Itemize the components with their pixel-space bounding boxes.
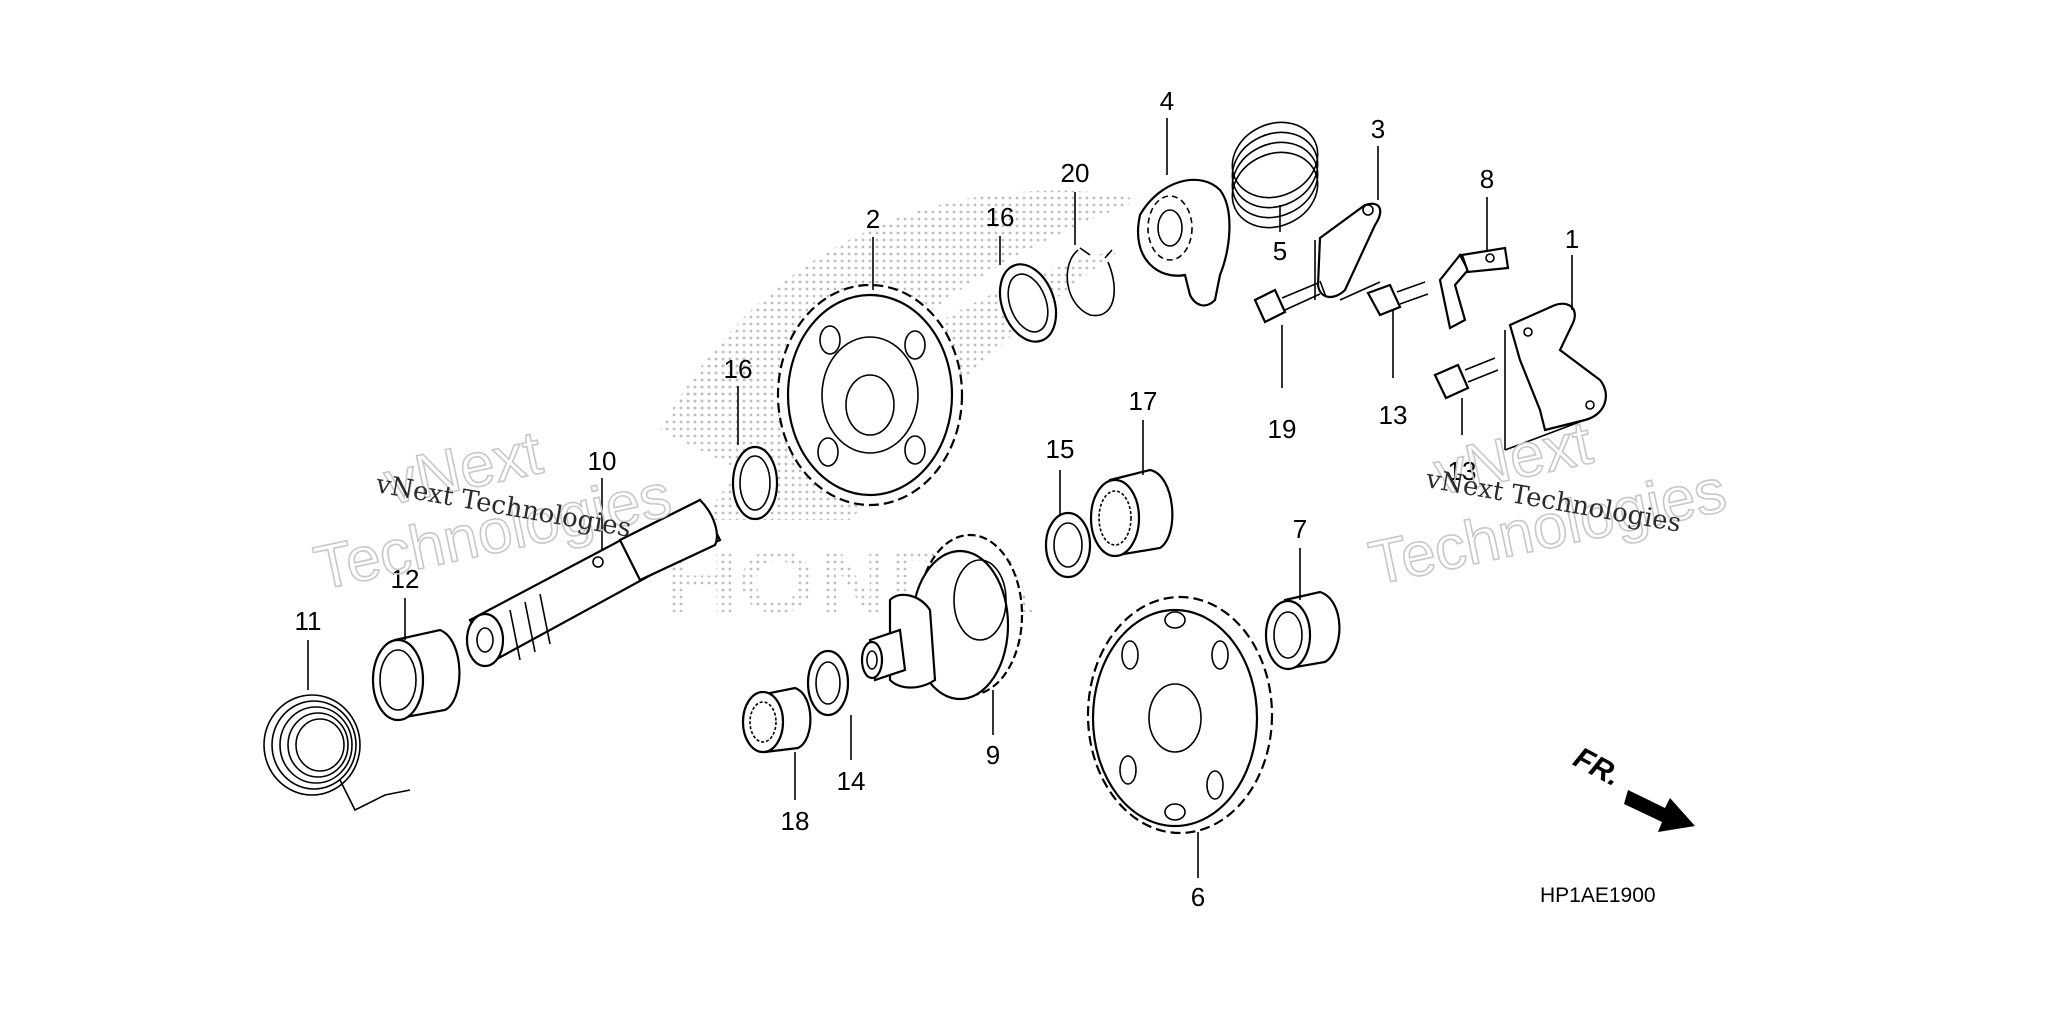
- part-5-spring: [1231, 121, 1319, 229]
- leader-lines: [307, 118, 1573, 878]
- callout-14: 14: [837, 766, 866, 796]
- part-12-collar: [371, 628, 461, 722]
- callout-4: 4: [1160, 86, 1174, 116]
- part-9-gear-assembly: [860, 533, 1024, 701]
- callout-17: 17: [1129, 386, 1158, 416]
- part-15-washer: [1044, 511, 1092, 579]
- part-7-collar: [1264, 590, 1341, 671]
- part-18-bearing: [741, 686, 812, 754]
- callout-5: 5: [1273, 236, 1287, 266]
- part-17-bearing: [1089, 468, 1174, 558]
- callout-16-top: 16: [986, 202, 1015, 232]
- callout-15: 15: [1046, 434, 1075, 464]
- callout-11: 11: [295, 606, 322, 636]
- callout-16-left: 16: [724, 354, 753, 384]
- part-16-washer-top: [998, 263, 1058, 343]
- fr-label: FR.: [1568, 741, 1626, 793]
- callout-10: 10: [588, 446, 617, 476]
- diagram-code: HP1AE1900: [1540, 884, 1656, 907]
- part-13-bolt-middle: [1366, 281, 1429, 317]
- callout-1: 1: [1565, 224, 1579, 254]
- callout-18: 18: [781, 806, 810, 836]
- part-16-washer-left: [731, 445, 779, 521]
- callout-7: 7: [1293, 514, 1307, 544]
- part-10-shaft: [465, 498, 722, 668]
- part-19-bolt: [1253, 280, 1327, 324]
- callout-2: 2: [866, 204, 880, 234]
- callout-19: 19: [1268, 414, 1297, 444]
- part-11-spring: [263, 694, 411, 812]
- watermark-right: vNext Technologies vNext Technologies: [1363, 407, 1733, 599]
- part-13-bolt-lower: [1433, 357, 1499, 400]
- callout-13-middle: 13: [1379, 400, 1408, 430]
- fr-arrow: FR.: [1568, 741, 1695, 832]
- watermark-left: vNext Technologies vNext Technologies: [308, 417, 678, 604]
- callout-9: 9: [986, 740, 1000, 770]
- fr-arrow-icon: [1624, 790, 1695, 832]
- part-8-bracket: [1438, 246, 1510, 330]
- part-2-gear: [776, 283, 964, 507]
- part-14-washer: [806, 649, 850, 717]
- part-6-gear: [1086, 595, 1274, 835]
- part-20-circlip: [1066, 247, 1115, 317]
- callout-6: 6: [1191, 882, 1205, 912]
- callout-8: 8: [1480, 164, 1494, 194]
- callout-13-lower: 13: [1448, 456, 1477, 486]
- part-3-plate: [1314, 202, 1382, 301]
- callout-20: 20: [1061, 158, 1090, 188]
- callout-labels: 1 2 3 4 5 6 7 8 9 10 11 12 13 13 14 15 1…: [295, 86, 1580, 912]
- callout-3: 3: [1371, 114, 1385, 144]
- callout-12: 12: [391, 564, 420, 594]
- part-4-ratchet: [1137, 178, 1231, 307]
- part-1-bracket: [1504, 302, 1607, 451]
